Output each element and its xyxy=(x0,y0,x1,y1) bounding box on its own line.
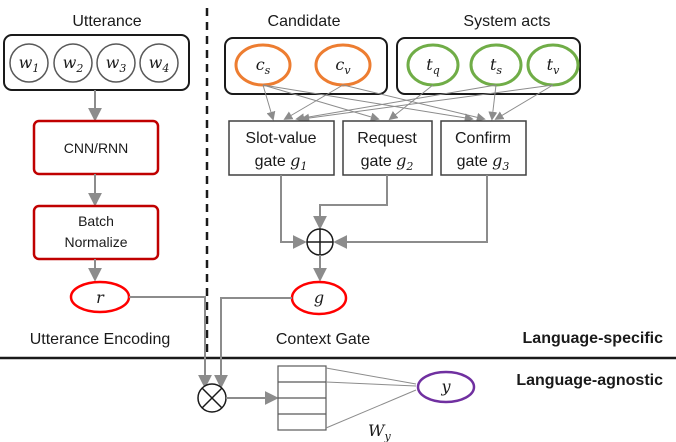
utterance-title: Utterance xyxy=(72,13,141,30)
context-gate-node: g xyxy=(290,280,348,316)
word-node-3: w3 xyxy=(96,43,136,83)
system-acts-title: System acts xyxy=(463,13,550,30)
svg-text:w4: w4 xyxy=(149,53,170,75)
svg-text:Slot-value: Slot-value xyxy=(245,130,316,147)
sum-node xyxy=(306,228,334,256)
hidden-layer-vector xyxy=(277,365,327,431)
act-node-tq: tq xyxy=(406,43,460,87)
svg-text:w2: w2 xyxy=(63,53,84,75)
candidate-node-cs: cs xyxy=(234,43,292,87)
svg-text:gate g3: gate g3 xyxy=(457,151,510,173)
svg-text:ts: ts xyxy=(490,55,502,77)
language-specific-label: Language-specific xyxy=(523,330,664,347)
batchnorm-label-line2: Normalize xyxy=(64,234,127,250)
utterance-encoding-node: r xyxy=(69,280,131,314)
svg-text:y: y xyxy=(440,377,451,396)
candidate-node-cv: cv xyxy=(314,43,372,87)
svg-text:gate g2: gate g2 xyxy=(361,151,414,173)
weight-label: Wy xyxy=(368,421,391,442)
confirm-gate: Confirm gate g3 xyxy=(440,120,527,176)
svg-text:gate g1: gate g1 xyxy=(255,151,308,173)
output-node: y xyxy=(416,370,476,404)
svg-text:g: g xyxy=(314,288,324,307)
utterance-encoding-label: Utterance Encoding xyxy=(30,331,171,348)
svg-text:cv: cv xyxy=(335,55,351,77)
svg-text:cs: cs xyxy=(256,55,271,77)
request-gate: Request gate g2 xyxy=(342,120,433,176)
word-node-1: w1 xyxy=(9,43,49,83)
multiply-node xyxy=(197,383,227,413)
act-node-tv: tv xyxy=(526,43,580,87)
input-to-gate-connections xyxy=(262,84,554,123)
gate-to-sum-connections xyxy=(280,175,488,249)
candidate-title: Candidate xyxy=(268,13,341,30)
svg-text:Confirm: Confirm xyxy=(455,130,511,147)
act-node-ts: ts xyxy=(469,43,523,87)
language-agnostic-label: Language-agnostic xyxy=(516,372,663,389)
arrow-r-to-multiply xyxy=(129,296,212,389)
svg-text:tv: tv xyxy=(547,55,560,77)
svg-text:w1: w1 xyxy=(19,53,40,75)
layer-to-output-connections xyxy=(325,367,417,429)
svg-text:r: r xyxy=(96,288,105,307)
utterance-word-box xyxy=(3,34,190,91)
word-node-4: w4 xyxy=(139,43,179,83)
word-node-2: w2 xyxy=(53,43,93,83)
svg-text:Request: Request xyxy=(357,130,417,147)
arrow-g-to-multiply xyxy=(214,297,292,389)
svg-text:w3: w3 xyxy=(106,53,127,75)
candidate-box xyxy=(224,37,388,95)
context-gate-label: Context Gate xyxy=(276,331,370,348)
encoder-label: CNN/RNN xyxy=(64,140,129,156)
batchnorm-label-line1: Batch xyxy=(78,213,114,229)
slot-value-gate: Slot-value gate g1 xyxy=(228,120,335,176)
svg-text:tq: tq xyxy=(426,55,439,77)
